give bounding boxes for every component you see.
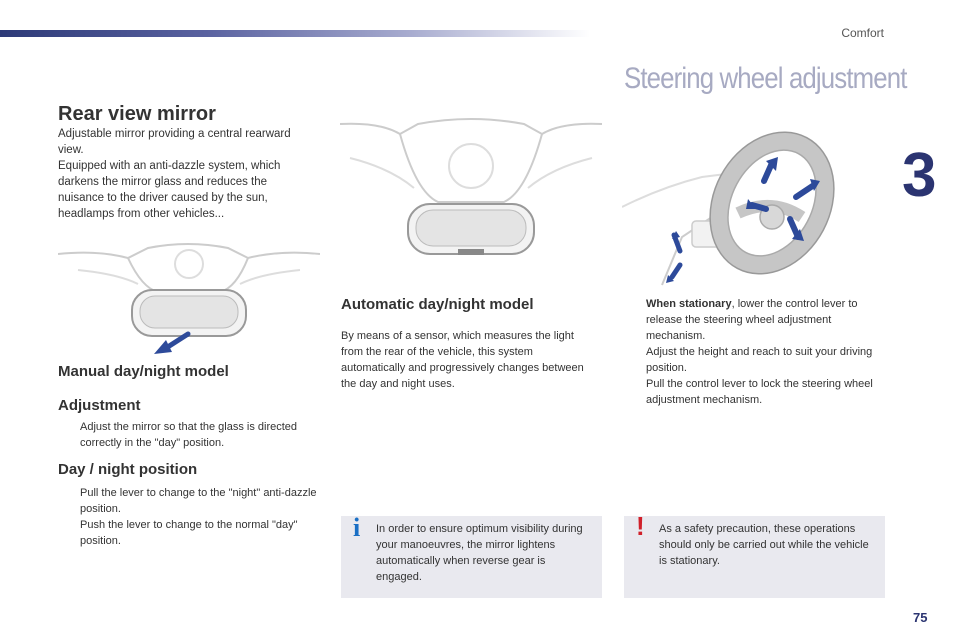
adjustment-title: Adjustment (58, 397, 141, 414)
steering-steps: When stationary, lower the control lever… (624, 296, 880, 408)
list-item: When stationary, lower the control lever… (646, 298, 858, 342)
list-item: Adjust the height and reach to suit your… (646, 346, 873, 374)
list-item: Push the lever to change to the normal "… (80, 519, 298, 547)
automatic-model-text: By means of a sensor, which measures the… (341, 330, 584, 390)
warning-note-text: As a safety precaution, these operations… (659, 523, 869, 567)
rear-mirror-title: Rear view mirror (58, 103, 216, 125)
automatic-model-title: Automatic day/night model (341, 296, 534, 313)
page-title: Steering wheel adjustment (624, 62, 907, 95)
manual-model-title: Manual day/night model (58, 363, 229, 380)
section-label: Comfort (841, 26, 884, 40)
header-gradient-bar (0, 30, 590, 37)
list-item: Pull the control lever to lock the steer… (646, 378, 873, 406)
automatic-mirror-illustration (340, 118, 602, 255)
steering-wheel-illustration (622, 131, 835, 286)
list-item: Adjust the mirror so that the glass is d… (80, 421, 298, 449)
list-item: Pull the lever to change to the "night" … (80, 487, 317, 515)
info-note: i In order to ensure optimum visibility … (341, 513, 602, 598)
page-number: 75 (913, 610, 928, 625)
rear-mirror-intro: Adjustable mirror providing a central re… (58, 128, 291, 220)
chapter-number: 3 (902, 141, 937, 210)
day-night-title: Day / night position (58, 461, 198, 478)
adjustment-list: Adjust the mirror so that the glass is d… (58, 419, 308, 451)
day-night-list: Pull the lever to change to the "night" … (58, 485, 318, 549)
warning-icon: ! (636, 511, 645, 541)
info-note-text: In order to ensure optimum visibility du… (376, 523, 583, 583)
info-icon: i (353, 513, 361, 542)
warning-note: ! As a safety precaution, these operatio… (624, 511, 885, 598)
manual-mirror-illustration (58, 243, 320, 354)
